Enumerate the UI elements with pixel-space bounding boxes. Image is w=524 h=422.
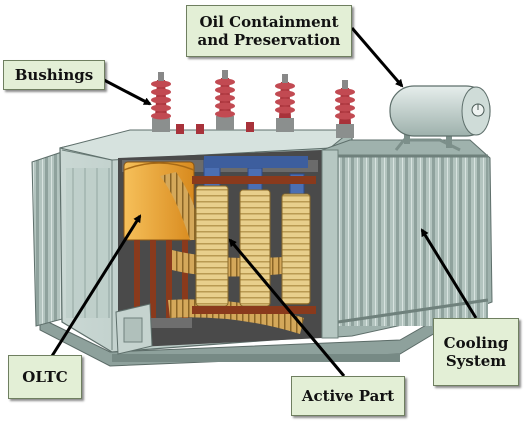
- active-part-label: Active Part: [291, 376, 405, 416]
- bushing-3: [275, 74, 295, 132]
- active-part-windings: [192, 176, 316, 314]
- pointer-arrows: [50, 27, 478, 377]
- bushing-2: [215, 70, 235, 130]
- oltc-label-text: OLTC: [22, 368, 68, 386]
- bushings-label-text: Bushings: [14, 66, 94, 84]
- arrow-cooling: [420, 228, 478, 319]
- arrow-bushings: [103, 78, 152, 106]
- oil-label-line2: and Preservation: [197, 31, 341, 49]
- cooling-label-line2: System: [445, 352, 507, 370]
- active-part-label-text: Active Part: [301, 387, 395, 405]
- bushing-1: [151, 72, 171, 132]
- cooling-label-line1: Cooling: [443, 334, 509, 352]
- arrow-oil: [350, 27, 404, 88]
- bushings-label: Bushings: [3, 60, 105, 90]
- arrow-oltc: [50, 214, 142, 357]
- control-cabinet: [115, 303, 153, 355]
- oil-label-line1: Oil Containment: [199, 13, 339, 31]
- cooling-radiators: [321, 139, 493, 339]
- conservator-tank: [389, 85, 491, 152]
- oil-containment-label: Oil Containment and Preservation: [186, 5, 352, 57]
- cooling-system-label: Cooling System: [433, 318, 519, 386]
- bushings: [151, 70, 355, 138]
- arrow-active-part: [228, 238, 346, 377]
- oltc-label: OLTC: [8, 355, 82, 399]
- bushing-4: [335, 80, 355, 138]
